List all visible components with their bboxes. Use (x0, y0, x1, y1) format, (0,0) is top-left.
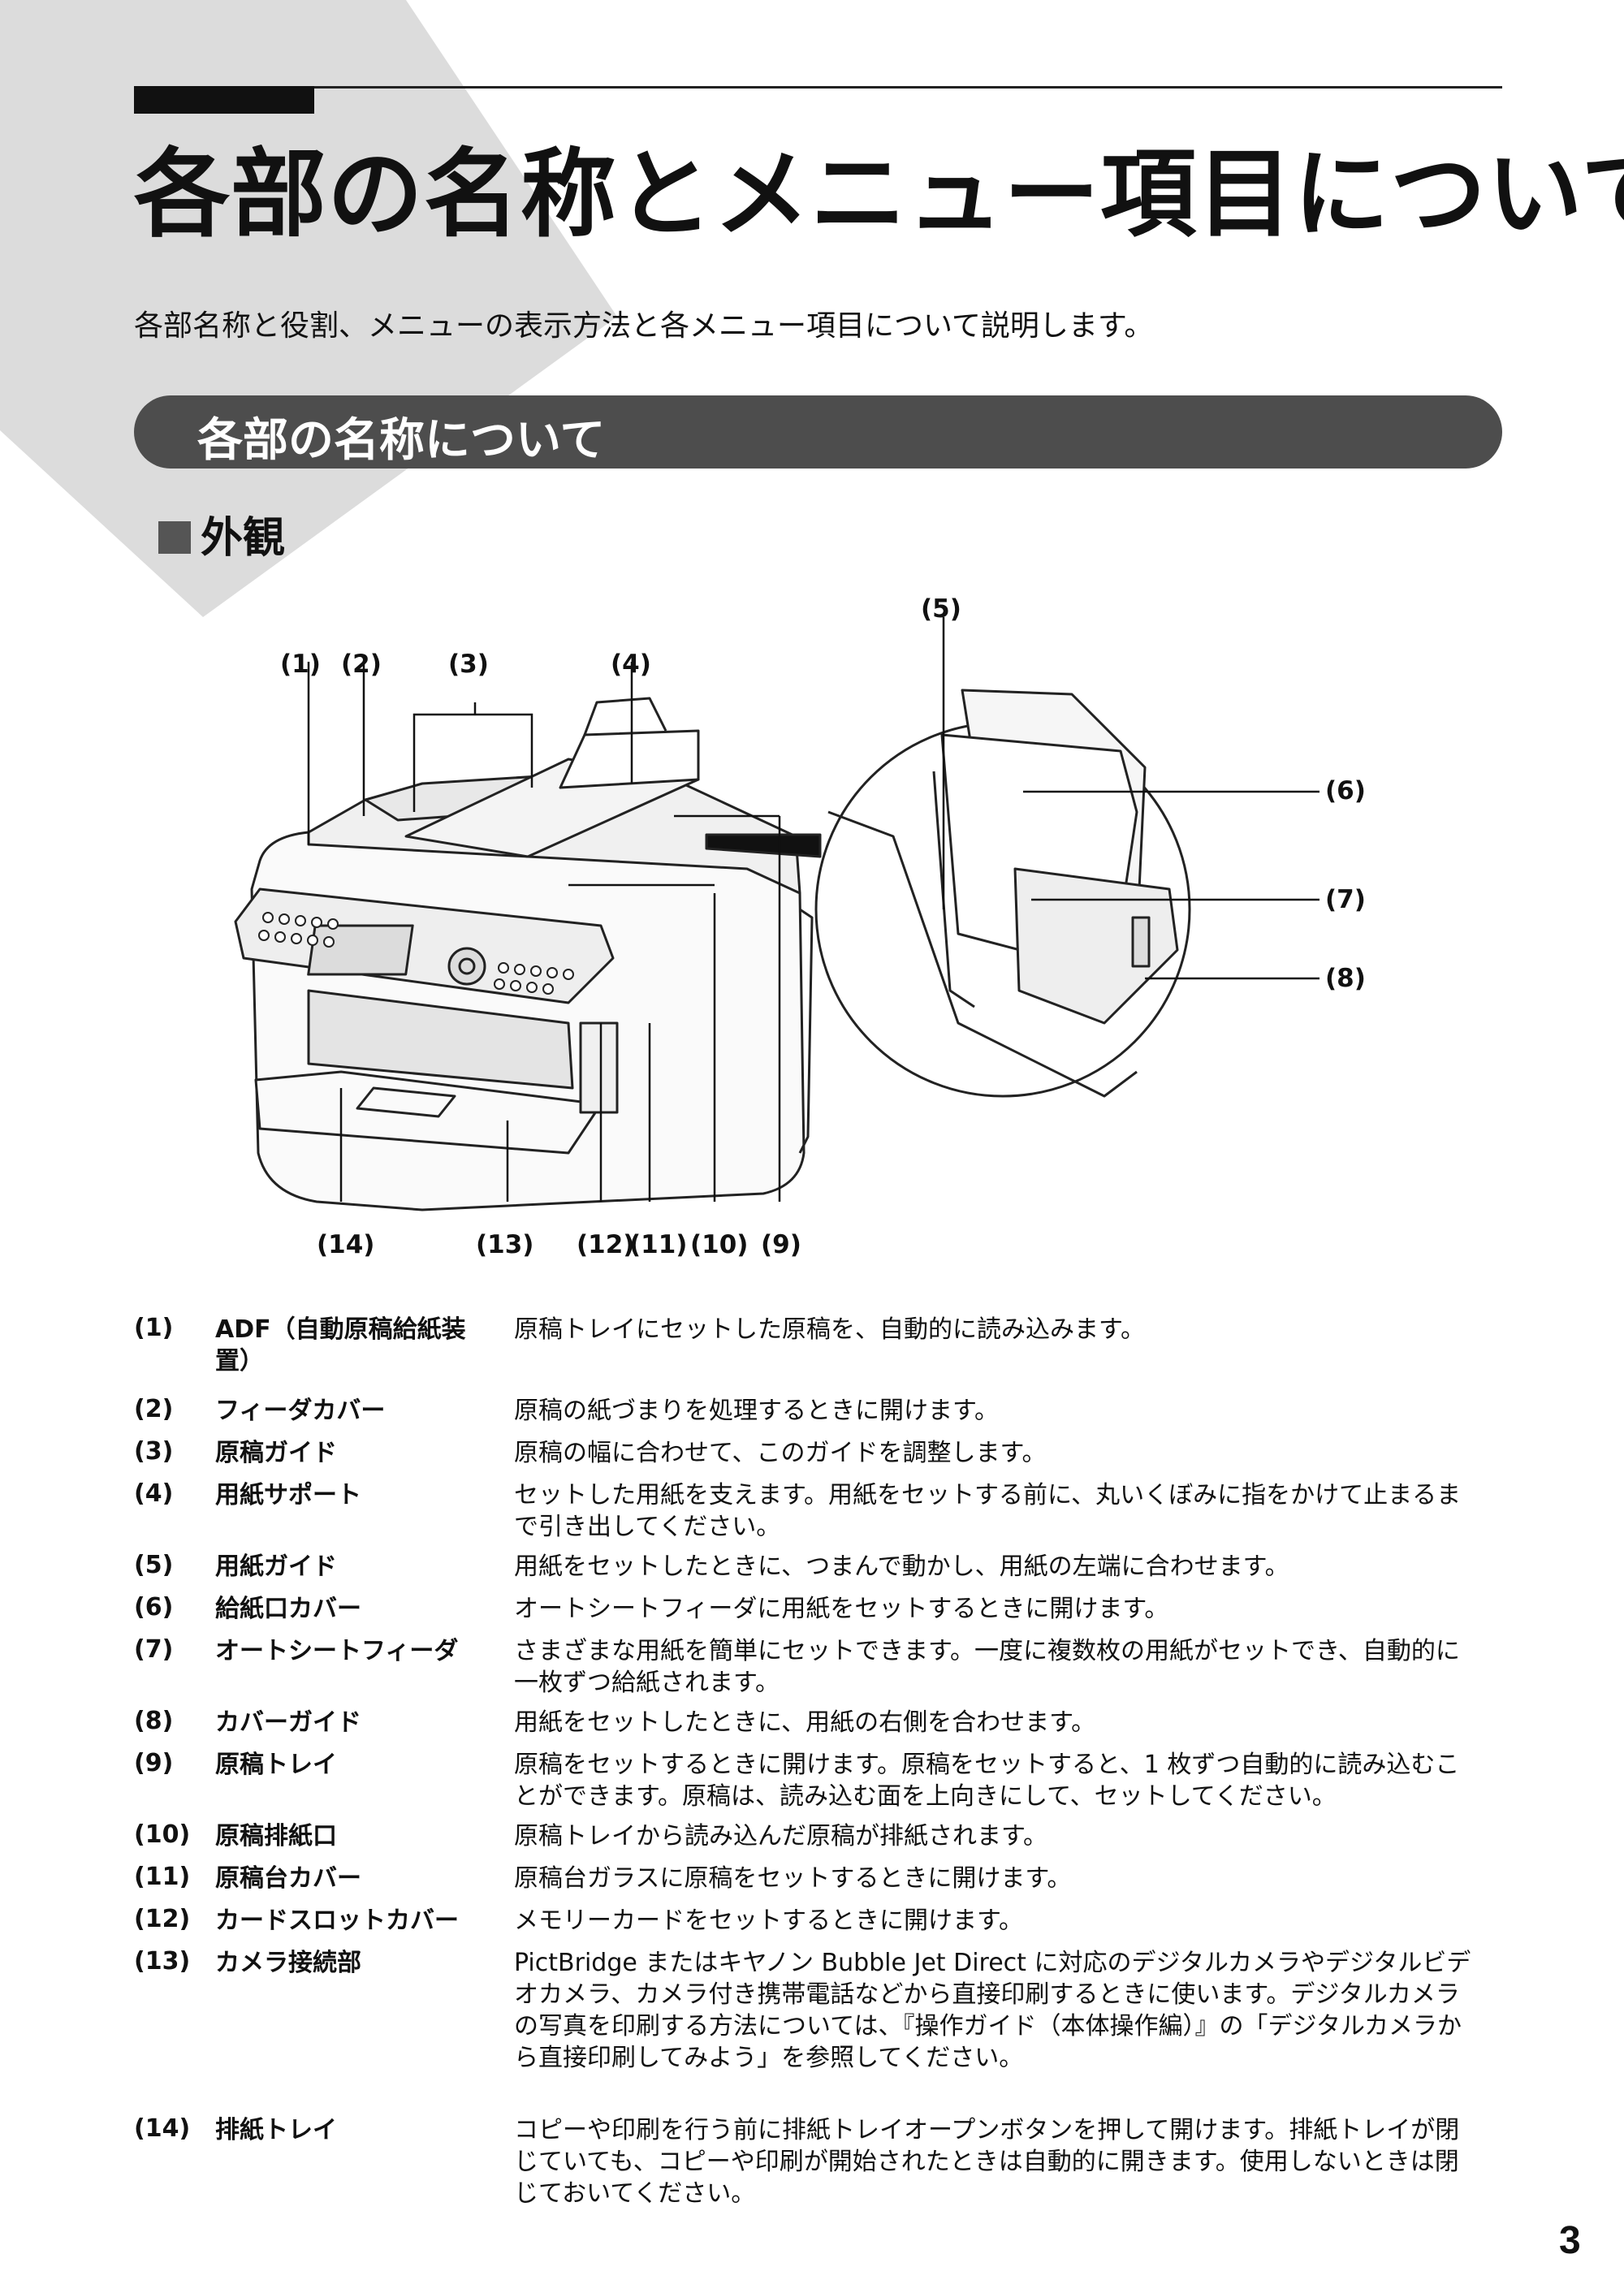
asf-cover (1013, 867, 1179, 1025)
diagram-label-14: (14) (317, 1230, 375, 1259)
part-number: (8) (134, 1707, 174, 1735)
part-description: 原稿台ガラスに原稿をセットするときに開けます。 (514, 1864, 1072, 1893)
header-rule (134, 86, 1502, 89)
part-name: カードスロットカバー (215, 1907, 459, 1935)
part-number: (14) (134, 2114, 191, 2143)
part-description: 用紙をセットしたときに、つまんで動かし、用紙の左端に合わせます。 (514, 1552, 1289, 1581)
part-name: 原稿排紙口 (215, 1822, 337, 1850)
part-number: (6) (134, 1593, 174, 1622)
diagram-label-11: (11) (629, 1230, 688, 1259)
panel-dial (447, 947, 486, 986)
part-number: (4) (134, 1479, 174, 1508)
diagram-label-4: (4) (611, 650, 651, 679)
diagram-label-1: (1) (280, 650, 321, 679)
printer-diagram: (1) (2) (3) (4) (5) (6) (7) (8) (14) (13… (0, 568, 1624, 1283)
section-band: 各部の名称について (134, 395, 1502, 469)
part-name: カメラ接続部 (215, 1949, 361, 1977)
part-name: 原稿トレイ (215, 1751, 337, 1779)
part-number: (12) (134, 1905, 191, 1933)
diagram-label-12: (12) (577, 1230, 635, 1259)
part-name: カバーガイド (215, 1708, 361, 1737)
part-name: 用紙サポート (215, 1481, 361, 1509)
paper-support (559, 729, 700, 789)
square-bullet-icon (158, 521, 191, 554)
part-number: (10) (134, 1820, 191, 1849)
section-title: 各部の名称について (197, 414, 606, 467)
part-description: さまざまな用紙を簡単にセットできます。一度に複数枚の用紙がセットでき、自動的に一… (514, 1637, 1460, 1697)
diagram-label-3: (3) (448, 650, 489, 679)
header-bar (134, 86, 314, 114)
part-description: PictBridge またはキヤノン Bubble Jet Direct に対応… (514, 1949, 1471, 2072)
panel-lcd (307, 924, 414, 976)
diagram-label-5: (5) (921, 594, 961, 624)
diagram-label-13: (13) (476, 1230, 534, 1259)
part-name: 給紙口カバー (215, 1595, 361, 1623)
part-number: (13) (134, 1947, 191, 1976)
part-name: 排紙トレイ (215, 2116, 337, 2144)
output-opening (307, 989, 574, 1090)
diagram-label-9: (9) (761, 1230, 801, 1259)
card-slot-cover (579, 1021, 619, 1114)
printer-illustration (234, 617, 1320, 1211)
part-number: (7) (134, 1635, 174, 1664)
part-number: (3) (134, 1437, 174, 1466)
subsection-heading: 外観 (158, 503, 285, 564)
part-number: (5) (134, 1551, 174, 1579)
part-number: (2) (134, 1395, 174, 1423)
part-description: 原稿をセットするときに開けます。原稿をセットすると、1 枚ずつ自動的に読み込むこ… (514, 1751, 1460, 1811)
intro-text: 各部名称と役割、メニューの表示方法と各メニュー項目について説明します。 (134, 309, 1154, 343)
diagram-label-10: (10) (690, 1230, 749, 1259)
diagram-label-2: (2) (341, 650, 382, 679)
part-description: セットした用紙を支えます。用紙をセットする前に、丸いくぼみに指をかけて止まるまで… (514, 1481, 1462, 1541)
part-description: メモリーカードをセットするときに開けます。 (514, 1907, 1023, 1935)
part-description: 原稿トレイから読み込んだ原稿が排紙されます。 (514, 1822, 1047, 1850)
part-description: コピーや印刷を行う前に排紙トレイオープンボタンを押して開けます。排紙トレイが閉じ… (514, 2116, 1460, 2208)
part-description: オートシートフィーダに用紙をセットするときに開けます。 (514, 1595, 1169, 1623)
part-name: 用紙ガイド (215, 1552, 337, 1581)
part-name: ADF（自動原稿給紙装置） (215, 1315, 466, 1375)
part-name: 原稿台カバー (215, 1864, 361, 1893)
part-description: 原稿の紙づまりを処理するときに開けます。 (514, 1397, 999, 1425)
part-number: (1) (134, 1314, 174, 1342)
subsection-title: 外観 (201, 514, 286, 563)
part-description: 用紙をセットしたときに、用紙の右側を合わせます。 (514, 1708, 1096, 1737)
diagram-label-7: (7) (1325, 885, 1366, 914)
part-number: (11) (134, 1863, 191, 1891)
diagram-label-6: (6) (1325, 776, 1366, 805)
part-description: 原稿トレイにセットした原稿を、自動的に読み込みます。 (514, 1315, 1145, 1344)
part-description: 原稿の幅に合わせて、このガイドを調整します。 (514, 1439, 1047, 1467)
part-name: フィーダカバー (215, 1397, 386, 1425)
zoom-pointer (705, 833, 822, 858)
part-number: (9) (134, 1749, 174, 1777)
part-name: オートシートフィーダ (215, 1637, 459, 1665)
part-name: 原稿ガイド (215, 1439, 337, 1467)
page-title: 各部の名称とメニュー項目について (134, 138, 1624, 250)
page-number: 3 (1559, 2219, 1581, 2262)
diagram-label-8: (8) (1325, 964, 1366, 993)
